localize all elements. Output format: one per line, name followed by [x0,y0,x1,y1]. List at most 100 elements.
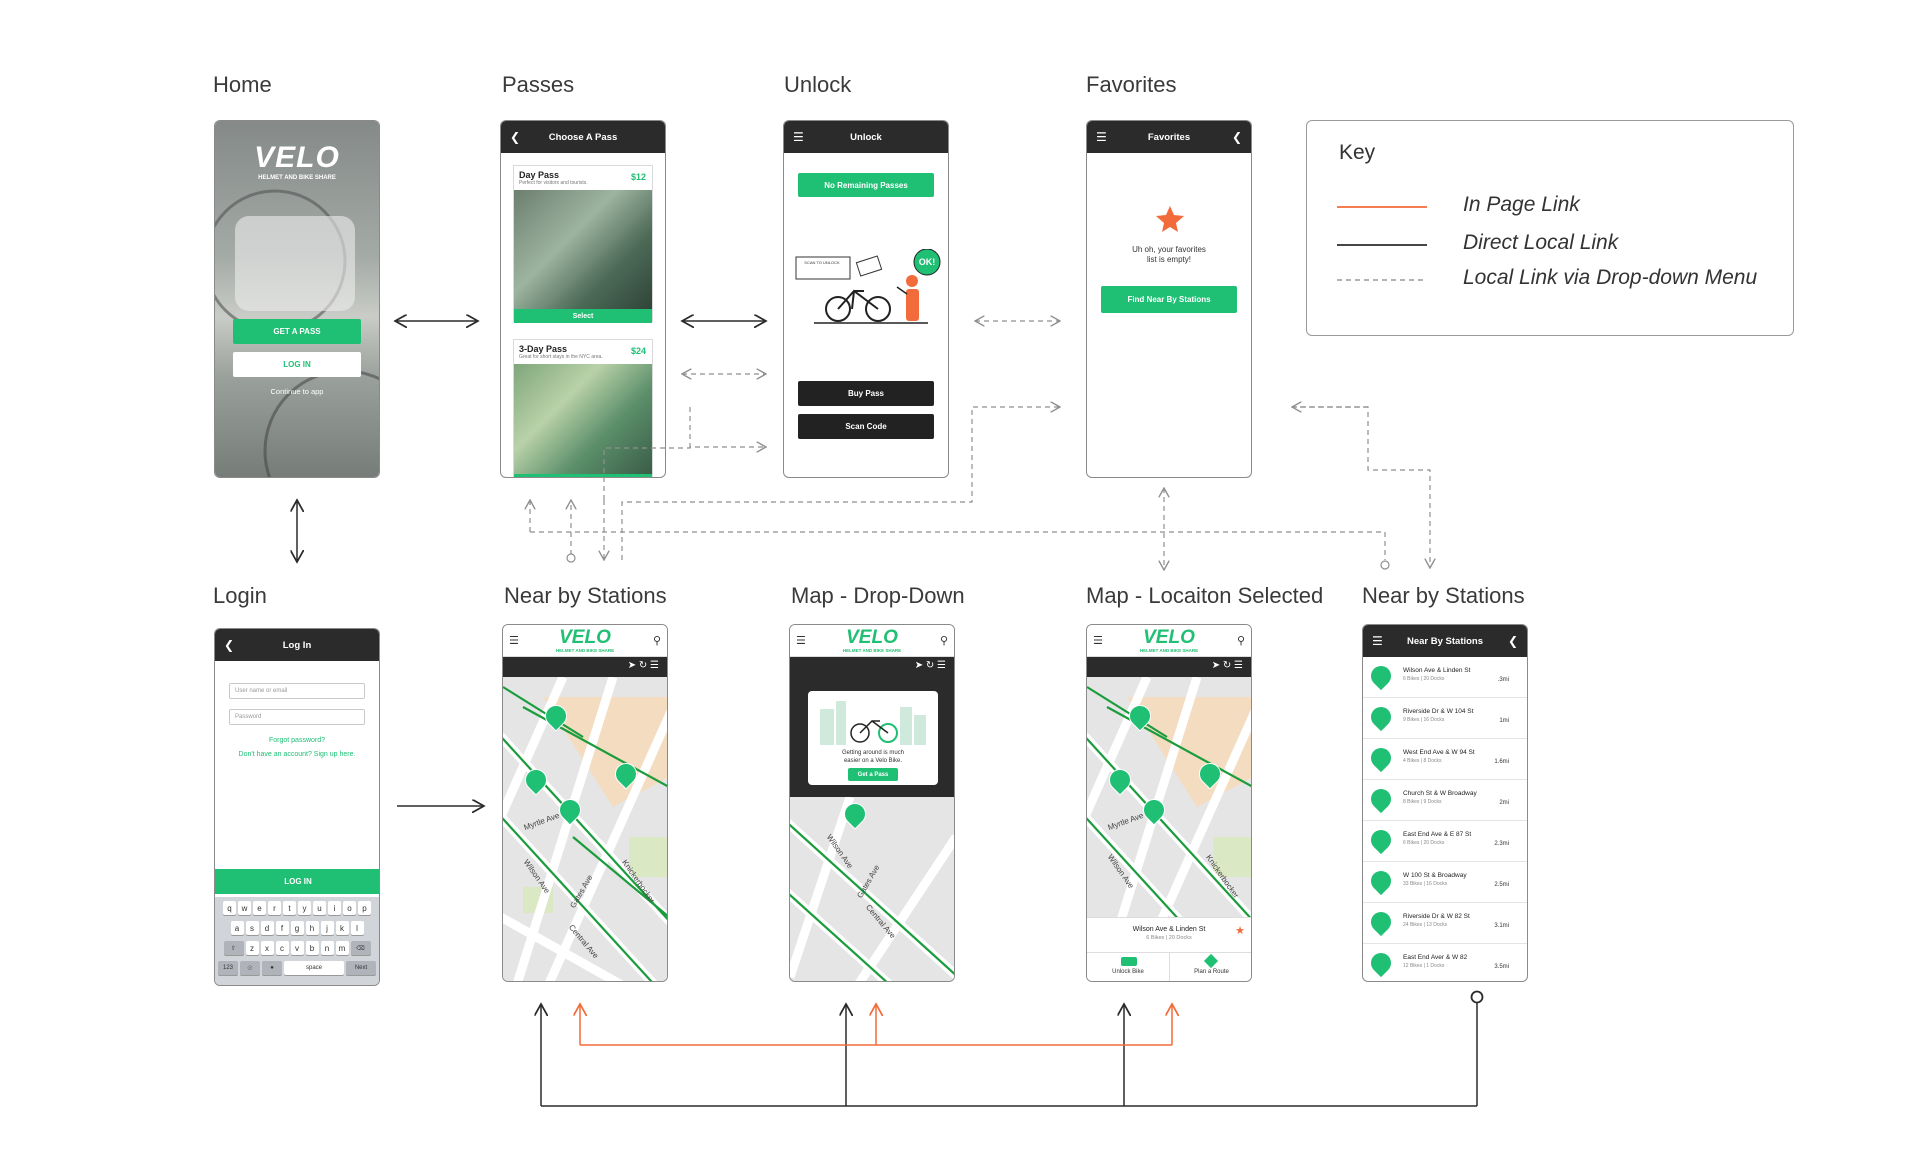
label-map-location-selected: Map - Locaiton Selected [1086,583,1324,608]
hamburger-menu-icon[interactable]: ☰ [1093,635,1103,647]
password-input[interactable]: Password [229,709,365,725]
hamburger-menu-icon[interactable]: ☰ [509,635,519,647]
three-day-pass-card[interactable]: 3-Day Pass Great for short stays in the … [513,339,653,477]
label-passes: Passes [502,72,575,97]
star-icon [1156,206,1184,232]
hamburger-menu-icon[interactable]: ☰ [796,635,806,647]
hamburger-menu-icon[interactable]: ☰ [1372,634,1383,648]
key-v[interactable]: v [290,941,304,955]
backspace-icon[interactable]: ⌫ [350,941,371,955]
key-g[interactable]: g [290,921,304,935]
station-name: East End Ave & E 87 St [1403,831,1472,838]
key-m[interactable]: m [335,941,349,955]
map-view[interactable]: Myrtle Ave Wilson Ave Gates Ave Central … [503,677,667,981]
key-t[interactable]: t [283,901,296,915]
globe-icon[interactable]: ☉ [240,961,260,975]
login-screen: ❮ Log In User name or email Password For… [214,628,380,986]
station-info: 6 Bikes | 20 Docks [1403,840,1445,846]
hamburger-menu-icon[interactable]: ☰ [1096,130,1107,144]
map-location-selected-screen: ☰ VELO HELMET AND BIKE SHARE ⚲ ➤ ↻ ☰ [1086,624,1252,982]
login-submit-button[interactable]: LOG IN [215,869,379,894]
star-icon[interactable]: ★ [1235,925,1245,937]
label-map-dropdown: Map - Drop-Down [791,583,965,608]
passes-screen: ❮ Choose A Pass Day Pass Perfect for vis… [500,120,666,478]
map-streets [790,797,954,981]
hamburger-menu-icon[interactable]: ☰ [793,130,804,144]
station-info: 24 Bikes | 13 Docks [1403,922,1448,928]
key-d[interactable]: d [260,921,274,935]
scan-to-unlock-illustration [795,249,941,324]
key-l[interactable]: l [350,921,364,935]
keyboard-row-2: a s d f g h j k l [218,921,376,935]
three-day-pass-select-strip[interactable] [514,474,652,477]
key-o[interactable]: o [343,901,356,915]
back-chevron-icon[interactable]: ❮ [224,638,235,652]
no-remaining-passes-button[interactable]: No Remaining Passes [798,173,934,197]
key-next[interactable]: Next [346,961,376,975]
key-i[interactable]: i [328,901,341,915]
key-h[interactable]: h [305,921,319,935]
key-f[interactable]: f [275,921,289,935]
in-page-links [580,1004,1172,1046]
key-a[interactable]: a [230,921,244,935]
back-chevron-icon[interactable]: ❮ [1231,130,1242,144]
search-icon[interactable]: ⚲ [652,635,661,647]
microphone-icon[interactable]: ● [262,961,282,975]
velo-header: ☰ VELO HELMET AND BIKE SHARE ⚲ [790,625,954,657]
popup-get-a-pass-button[interactable]: Get a Pass [848,768,898,781]
log-in-button[interactable]: LOG IN [233,352,361,377]
key-space[interactable]: space [284,961,344,975]
key-z[interactable]: z [245,941,259,955]
key-j[interactable]: j [320,921,334,935]
plan-a-route-button[interactable]: Plan a Route [1170,952,1251,981]
key-123[interactable]: 123 [218,961,238,975]
map-view[interactable]: Wilson Ave Gates Ave Central Ave [790,797,954,981]
key-direct-local-link: Direct Local Link [1463,231,1619,254]
key-q[interactable]: q [223,901,236,915]
key-w[interactable]: w [238,901,251,915]
station-row[interactable]: East End Ave & E 87 St 6 Bikes | 20 Docks… [1363,821,1527,862]
locate-refresh-list-icons[interactable]: ➤ ↻ ☰ [1211,660,1243,671]
key-u[interactable]: u [313,901,326,915]
locate-refresh-list-icons[interactable]: ➤ ↻ ☰ [627,660,659,671]
key-x[interactable]: x [260,941,274,955]
key-p[interactable]: p [358,901,371,915]
unlock-bike-button[interactable]: Unlock Bike [1087,952,1170,981]
passes-header-title: Choose A Pass [548,131,618,143]
search-icon[interactable]: ⚲ [939,635,948,647]
search-icon[interactable]: ⚲ [1236,635,1245,647]
buy-pass-button[interactable]: Buy Pass [798,381,934,406]
username-input[interactable]: User name or email [229,683,365,699]
find-near-by-stations-button[interactable]: Find Near By Stations [1101,286,1237,313]
forgot-password-link[interactable]: Forgot password? [268,737,326,744]
velo-logo: VELO [846,627,898,648]
sign-up-link[interactable]: Don't have an account? Sign up here. [238,751,356,758]
continue-to-app-link[interactable]: Continue to app [270,387,324,396]
map-view[interactable]: Myrtle Ave Wilson Ave Knickerbocker [1087,677,1251,917]
day-pass-card[interactable]: Day Pass Perfect for visitors and touris… [513,165,653,323]
key-r[interactable]: r [268,901,281,915]
key-c[interactable]: c [275,941,289,955]
scan-code-button[interactable]: Scan Code [798,414,934,439]
key-e[interactable]: e [253,901,266,915]
key-k[interactable]: k [335,921,349,935]
get-a-pass-button[interactable]: GET A PASS [233,319,361,344]
key-s[interactable]: s [245,921,259,935]
key-y[interactable]: y [298,901,311,915]
locate-refresh-list-icons[interactable]: ➤ ↻ ☰ [914,660,946,671]
shift-icon[interactable]: ⇧ [223,941,244,955]
back-chevron-icon[interactable]: ❮ [1507,634,1518,648]
station-info: 8 Bikes | 9 Docks [1403,799,1442,805]
key-n[interactable]: n [320,941,334,955]
day-pass-select-button[interactable]: Select [514,309,652,323]
favorites-screen: ☰ Favorites ❮ Uh oh, your favorites list… [1086,120,1252,478]
key-b[interactable]: b [305,941,319,955]
back-chevron-icon[interactable]: ❮ [510,130,521,144]
